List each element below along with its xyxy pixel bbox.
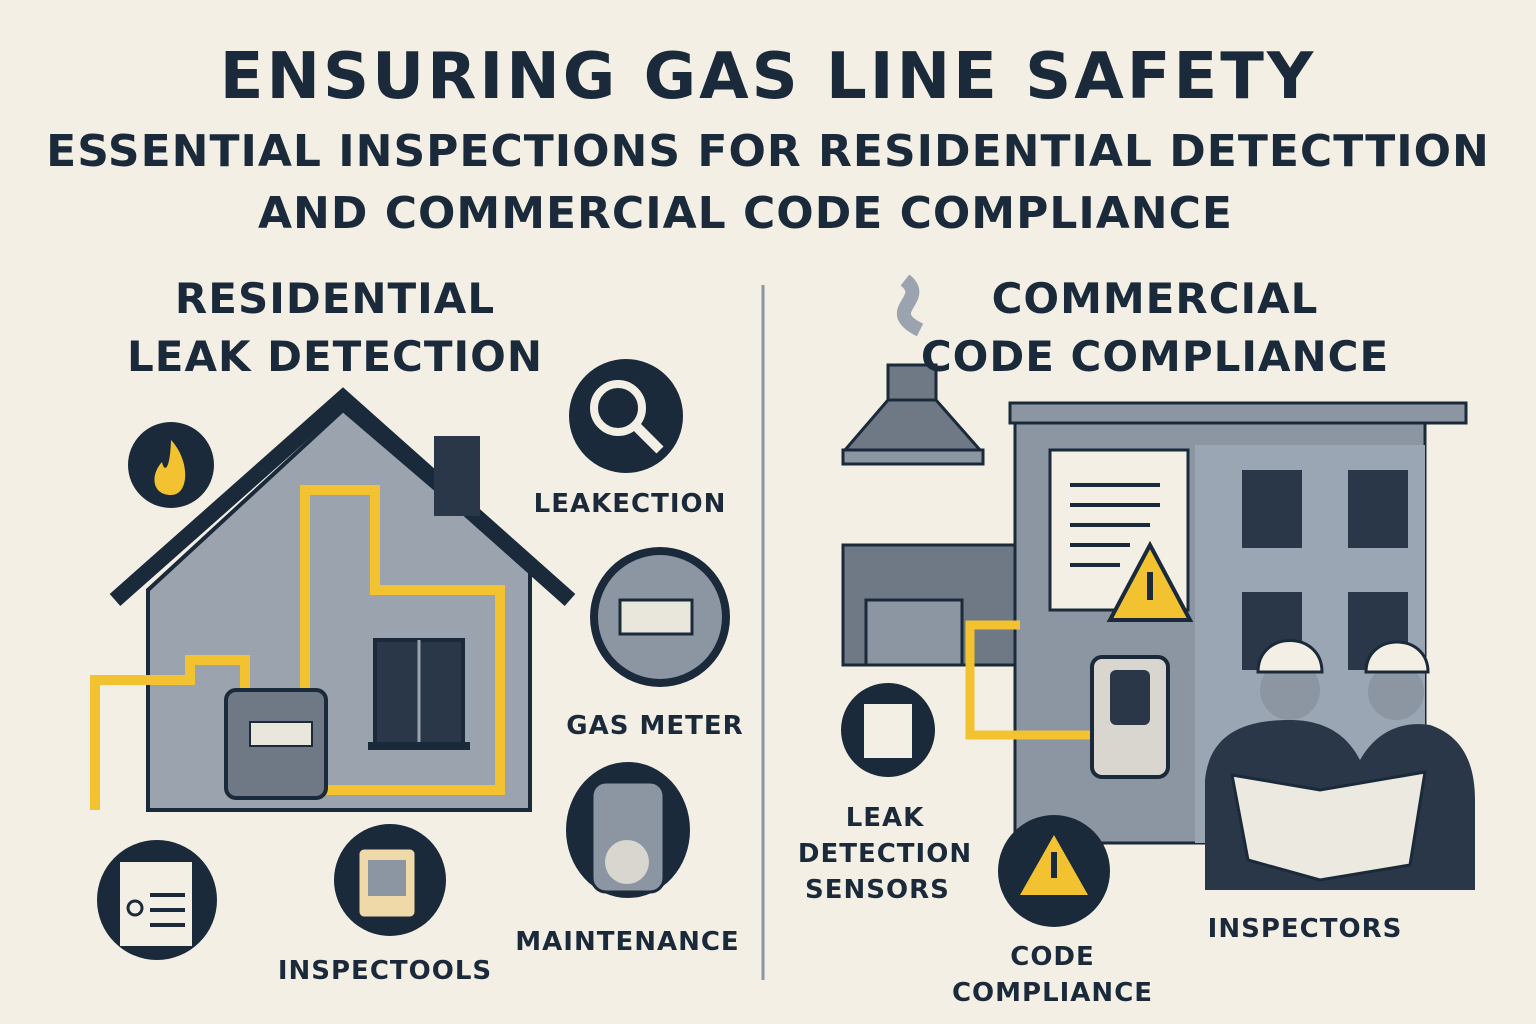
flame-icon <box>128 422 214 508</box>
inspection-tool-icon <box>334 824 446 936</box>
subtitle-line-2: AND COMMERCIAL CODE COMPLIANCE <box>258 188 1233 239</box>
magnifier-icon <box>569 359 683 473</box>
checklist-icon <box>97 840 217 960</box>
document-sensor-icon <box>841 683 935 777</box>
commercial-building-illustration <box>965 401 1468 845</box>
gas-meter-label: GAS METER <box>566 711 744 741</box>
maintenance-label: MAINTENANCE <box>515 927 740 957</box>
page-title: ENSURING GAS LINE SAFETY <box>219 40 1317 114</box>
label-line: CODE <box>1010 942 1095 972</box>
house-illustration <box>90 387 576 812</box>
label-line: DETECTION <box>797 839 973 869</box>
label-line: COMPLIANCE <box>951 978 1154 1008</box>
meter-device-icon <box>566 762 690 898</box>
leak-detection-label: LEAKECTION <box>533 489 727 519</box>
exhaust-hood-illustration <box>841 274 1020 667</box>
inspection-tools-label: INSPECTOOLS <box>277 956 493 986</box>
commercial-heading: COMMERCIAL CODE COMPLIANCE <box>920 270 1390 386</box>
label-line: LEAK <box>845 803 925 833</box>
residential-heading-line-2: LEAK DETECTION <box>127 332 543 381</box>
inspectors-label: INSPECTORS <box>1207 914 1403 944</box>
gas-meter-dial-icon <box>590 547 730 687</box>
code-compliance-label: CODE COMPLIANCE <box>950 939 1155 1011</box>
residential-heading: RESIDENTIAL LEAK DETECTION <box>110 270 560 386</box>
commercial-heading-line-1: COMMERCIAL <box>991 274 1319 323</box>
inspectors-illustration <box>1205 639 1475 890</box>
code-warning-icon <box>998 815 1110 927</box>
warning-icon <box>1106 540 1194 622</box>
subtitle-line-1: ESSENTIAL INSPECTIONS FOR RESIDENTIAL DE… <box>46 126 1490 177</box>
residential-heading-line-1: RESIDENTIAL <box>174 274 496 323</box>
commercial-heading-line-2: CODE COMPLIANCE <box>920 332 1390 381</box>
leak-sensors-label: LEAK DETECTION SENSORS <box>795 800 975 908</box>
label-line: SENSORS <box>805 875 950 905</box>
